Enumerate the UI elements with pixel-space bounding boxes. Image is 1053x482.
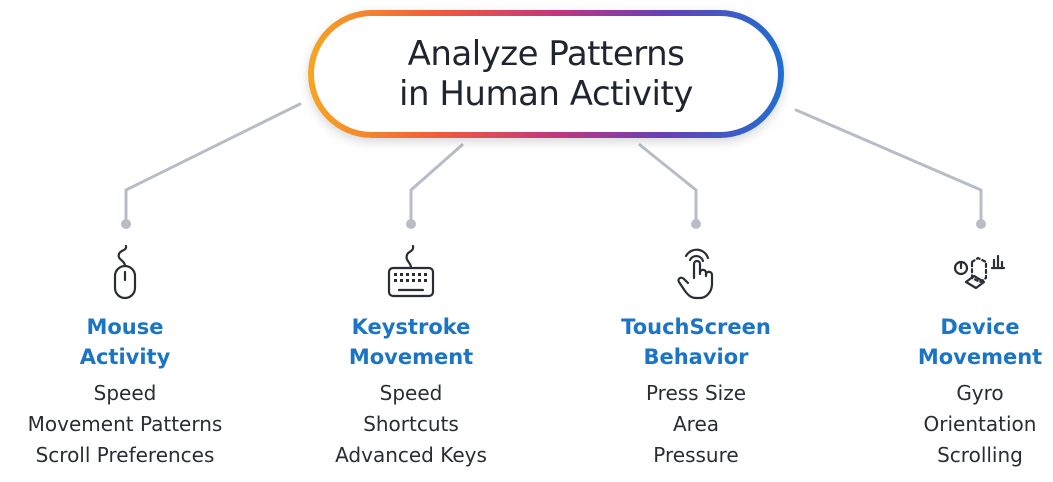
connector-dot-device <box>976 219 986 229</box>
central-topic-inner: Analyze Patterns in Human Activity <box>314 16 778 132</box>
title-line-1: Analyze Patterns <box>407 34 685 74</box>
connector-dot-touch <box>691 219 701 229</box>
connector-mouse <box>124 102 302 226</box>
branch-item-list: Gyro Orientation Scrolling <box>855 378 1053 471</box>
list-item: Area <box>672 412 720 436</box>
title-line-2: in Human Activity <box>399 74 693 114</box>
list-item: Gyro <box>956 381 1004 405</box>
branch-device-movement: Device Movement Gyro Orientation Scrolli… <box>855 238 1053 471</box>
list-item: Speed <box>93 381 157 405</box>
connector-dot-keystroke <box>406 219 416 229</box>
connector-touch <box>638 143 698 226</box>
list-item: Speed <box>379 381 443 405</box>
branch-title-line2: Activity <box>79 345 171 369</box>
branch-item-list: Speed Movement Patterns Scroll Preferenc… <box>0 378 250 471</box>
list-item: Shortcuts <box>363 412 459 436</box>
central-topic: Analyze Patterns in Human Activity <box>308 10 784 138</box>
list-item: Press Size <box>645 381 747 405</box>
branch-title-line2: Movement <box>348 345 474 369</box>
list-item: Orientation <box>923 412 1037 436</box>
touch-hand-icon <box>677 248 714 300</box>
connector-keystroke <box>409 143 464 226</box>
branch-title-line1: TouchScreen <box>621 315 771 339</box>
keyboard-icon <box>387 244 435 298</box>
list-item: Pressure <box>653 443 739 467</box>
branch-title-line2: Behavior <box>643 345 749 369</box>
branch-title-line1: Device <box>940 315 1020 339</box>
list-item: Movement Patterns <box>27 412 223 436</box>
branch-touchscreen-behavior: TouchScreen Behavior Press Size Area Pre… <box>571 238 821 471</box>
mouse-icon <box>113 244 137 300</box>
device-movement-icon <box>953 254 1006 290</box>
branch-title-line1: Mouse <box>86 315 164 339</box>
list-item: Advanced Keys <box>335 443 487 467</box>
branch-mouse-activity: Mouse Activity Speed Movement Patterns S… <box>0 238 250 471</box>
branch-title-line1: Keystroke <box>351 315 471 339</box>
connector-dot-mouse <box>121 219 131 229</box>
branch-item-list: Speed Shortcuts Advanced Keys <box>286 378 536 471</box>
list-item: Scrolling <box>937 443 1023 467</box>
branch-item-list: Press Size Area Pressure <box>571 378 821 471</box>
branch-keystroke-movement: Keystroke Movement Speed Shortcuts Advan… <box>286 238 536 471</box>
list-item: Scroll Preferences <box>35 443 215 467</box>
branch-title-line2: Movement <box>917 345 1043 369</box>
connector-device <box>794 108 983 226</box>
